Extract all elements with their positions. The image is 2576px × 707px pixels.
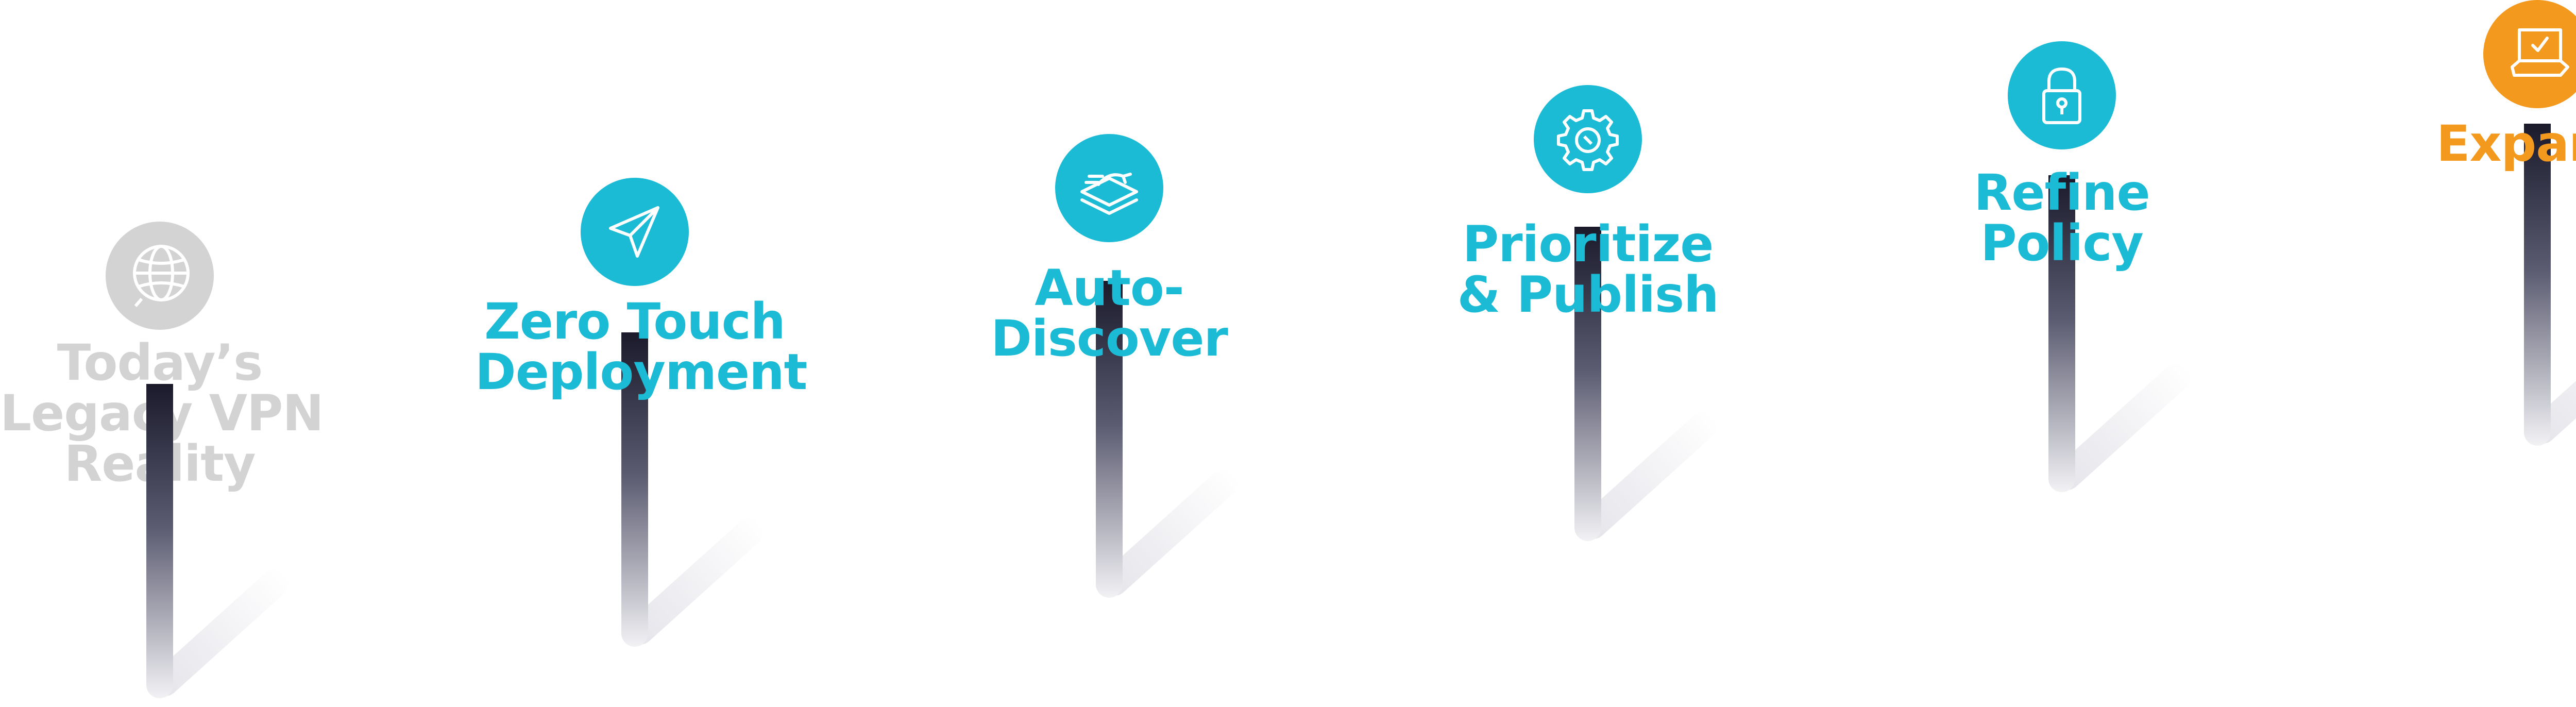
step-label-line: Auto- bbox=[1035, 259, 1184, 317]
gear-icon bbox=[1534, 85, 1642, 193]
step-label-line: Today’s bbox=[57, 334, 263, 392]
step-post bbox=[621, 332, 648, 647]
step-post bbox=[1574, 227, 1601, 541]
step-label-line: Zero Touch bbox=[484, 293, 786, 350]
radar-icon bbox=[1055, 134, 1163, 242]
step-label-line: Policy bbox=[1980, 214, 2144, 272]
step-label-line: Refine bbox=[1974, 164, 2150, 222]
step-label: Today’s Legacy VPN Reality bbox=[0, 334, 324, 489]
step-label: Auto- Discover bbox=[950, 263, 1269, 364]
step-post bbox=[2524, 124, 2551, 446]
step-post bbox=[146, 384, 173, 698]
laptop-check-icon bbox=[2483, 0, 2576, 108]
step-label: Expand bbox=[2378, 119, 2576, 169]
step-label: Prioritize & Publish bbox=[1428, 219, 1748, 320]
step-label-line: & Publish bbox=[1457, 266, 1719, 324]
step-label: Zero Touch Deployment bbox=[475, 293, 807, 401]
step-label-line: Expand bbox=[2436, 115, 2576, 173]
step-label: Refine Policy bbox=[1902, 167, 2222, 268]
step-label-line: Prioritize bbox=[1462, 215, 1714, 273]
step-label-line: Deployment bbox=[475, 343, 807, 401]
paper-plane-icon bbox=[581, 178, 689, 286]
step-post bbox=[1096, 281, 1123, 598]
step-label-line: Discover bbox=[991, 310, 1228, 367]
globe-icon bbox=[106, 222, 214, 330]
lock-icon bbox=[2008, 41, 2116, 149]
step-post bbox=[2048, 175, 2075, 492]
